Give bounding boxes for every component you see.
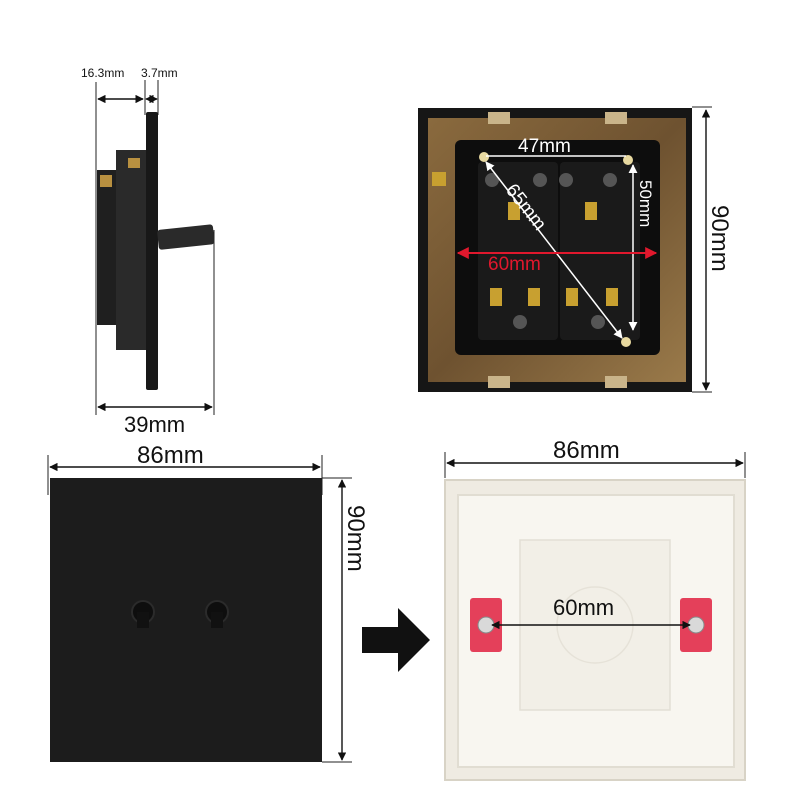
front-view: 86mm 90mm <box>47 442 369 763</box>
terminal-screw-icon <box>100 175 112 187</box>
back-view: 47mm 65mm 50mm 60mm 90mm <box>418 106 733 393</box>
terminal-screw-icon <box>533 173 547 187</box>
dim-label-90-front: 90mm <box>342 505 369 572</box>
toggle-lever-side <box>157 224 215 250</box>
right-arrow-icon <box>362 608 430 672</box>
brass-contact <box>606 288 618 306</box>
terminal-screw-icon <box>513 315 527 329</box>
side-view: 16.3mm 3.7mm 39mm <box>81 66 215 437</box>
switch-gang-2 <box>560 162 640 340</box>
terminal-screw-icon <box>559 173 573 187</box>
earth-terminal-icon <box>432 172 446 186</box>
toggle-stem-left <box>137 612 149 628</box>
plate-clip <box>605 112 627 124</box>
dim-label-60-box: 60mm <box>553 595 614 620</box>
terminal-screw-icon <box>603 173 617 187</box>
mount-screw-icon <box>621 337 631 347</box>
dim-label-60-red: 60mm <box>488 254 541 275</box>
dim-label-16-3: 16.3mm <box>81 66 124 80</box>
front-panel <box>50 478 322 762</box>
dim-label-39: 39mm <box>124 412 185 437</box>
plate-clip <box>488 376 510 388</box>
brass-contact <box>585 202 597 220</box>
terminal-screw-icon <box>128 158 140 168</box>
mount-screw-icon <box>623 155 633 165</box>
plate-clip <box>488 112 510 124</box>
brass-contact <box>528 288 540 306</box>
brass-contact <box>490 288 502 306</box>
wall-box-view: 86mm 60mm <box>444 437 746 781</box>
front-plate-side <box>146 112 158 390</box>
dim-label-86-box: 86mm <box>553 437 620 464</box>
dim-label-3-7: 3.7mm <box>141 66 178 80</box>
mount-screw-icon <box>479 152 489 162</box>
plate-clip <box>605 376 627 388</box>
screw-hole-icon <box>687 616 705 634</box>
dim-label-47: 47mm <box>518 136 571 157</box>
screw-hole-icon <box>477 616 495 634</box>
brass-contact <box>566 288 578 306</box>
switch-back-housing <box>116 150 146 350</box>
terminal-screw-icon <box>591 315 605 329</box>
dim-label-90-back: 90mm <box>706 205 733 272</box>
toggle-stem-right <box>211 612 223 628</box>
dim-label-86-front: 86mm <box>137 442 204 469</box>
dim-label-50: 50mm <box>636 180 655 227</box>
